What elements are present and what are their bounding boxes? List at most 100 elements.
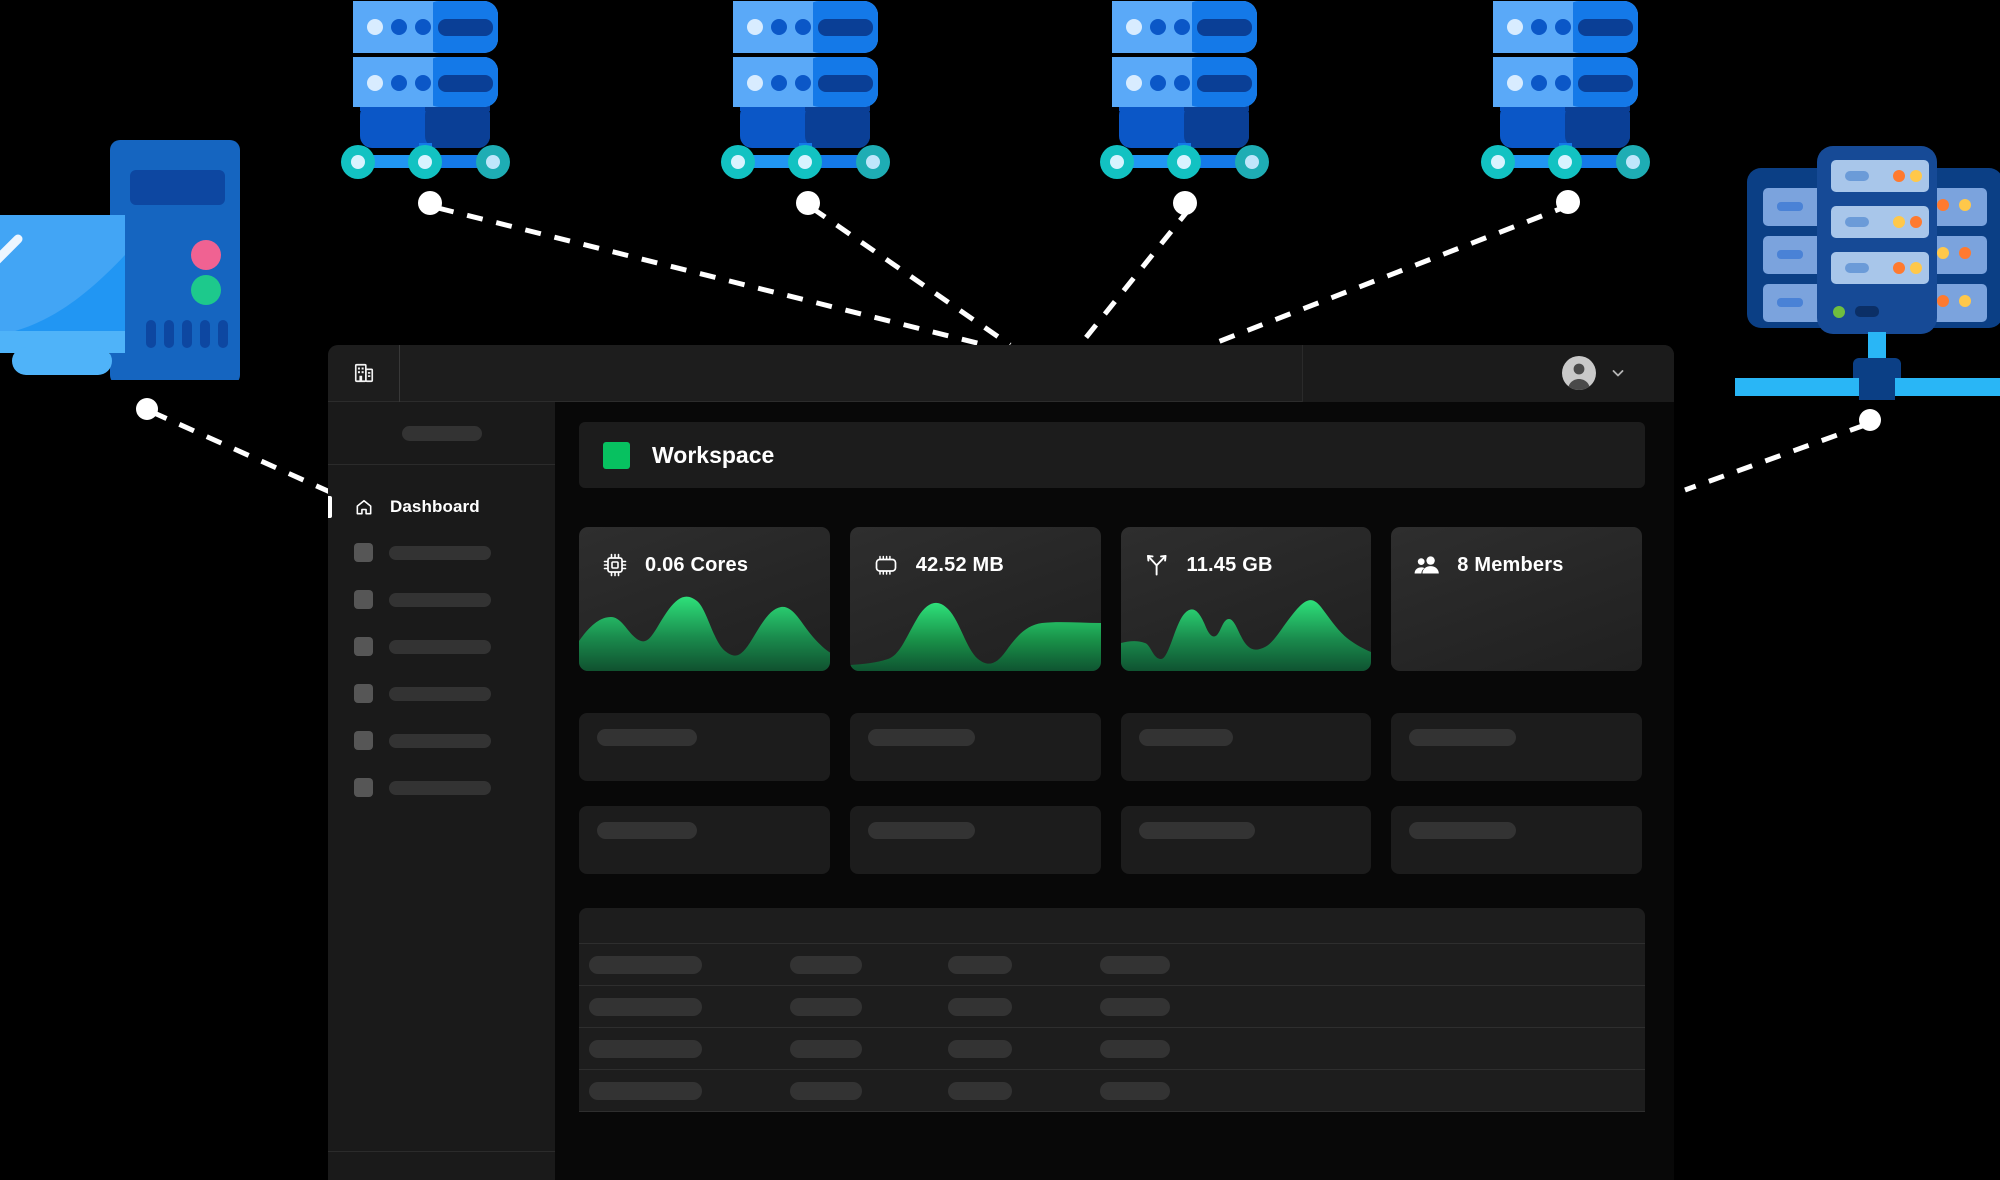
skeleton-pill: [867, 822, 975, 839]
skeleton-icon: [354, 590, 373, 609]
memory-chip-icon: [875, 555, 897, 575]
skeleton-card[interactable]: [579, 806, 830, 874]
top-bar-spacer: [400, 345, 1302, 402]
sidebar-item-label-placeholder: [389, 545, 491, 560]
stat-card-members[interactable]: 8 Members: [1391, 527, 1642, 671]
skeleton-card[interactable]: [1391, 806, 1642, 874]
skeleton-card[interactable]: [1120, 806, 1372, 874]
sidebar-item-label-placeholder: [389, 592, 491, 607]
sidebar-divider: [328, 1151, 555, 1152]
workspace-badge: [603, 441, 630, 469]
network-sparkline: [1120, 600, 1372, 671]
main-content: Workspace: [555, 402, 1674, 1180]
sidebar-nav: Dashboard: [328, 465, 555, 811]
desktop-computer-illustration: [0, 140, 240, 380]
sidebar-item-placeholder-2[interactable]: [328, 576, 555, 623]
skeleton-card[interactable]: [579, 713, 830, 781]
table-row[interactable]: [579, 1070, 1645, 1112]
stat-card-cpu[interactable]: 0.06 Cores: [579, 527, 830, 671]
stat-head: 0.06 Cores: [579, 527, 830, 579]
table-cell-placeholder: [948, 1081, 1012, 1100]
skeleton-pill: [1409, 822, 1517, 839]
skeleton-icon: [354, 778, 373, 797]
sidebar-item-placeholder-5[interactable]: [328, 717, 555, 764]
cpu-icon: [603, 553, 627, 577]
sidebar-item-label-placeholder: [389, 733, 491, 748]
app-window: Dashboard: [328, 345, 1674, 1180]
skeleton-icon: [354, 637, 373, 656]
skeleton-pill: [597, 729, 697, 746]
table-cell-placeholder: [790, 955, 862, 974]
skeleton-card-row-2: [579, 806, 1642, 874]
skeleton-pill: [1409, 729, 1517, 746]
skeleton-pill: [867, 729, 975, 746]
avatar[interactable]: [1562, 356, 1596, 390]
skeleton-pill: [1138, 822, 1255, 839]
server-node-2: [721, 1, 890, 179]
network-branch-icon: [1146, 555, 1166, 576]
skeleton-card[interactable]: [1120, 713, 1372, 781]
table-cell-placeholder: [948, 955, 1012, 974]
table-cell-placeholder: [790, 1081, 862, 1100]
account-menu[interactable]: [1302, 345, 1674, 402]
stat-head: 8 Members: [1391, 527, 1642, 579]
sidebar-item-label-placeholder: [389, 780, 491, 795]
skeleton-card[interactable]: [849, 713, 1101, 781]
server-node-4: [1481, 1, 1650, 179]
user-avatar-icon: [1568, 363, 1590, 390]
server-node-3: [1100, 1, 1269, 179]
skeleton-icon: [354, 731, 373, 750]
table-cell-placeholder: [1100, 1081, 1170, 1100]
skeleton-icon: [354, 543, 373, 562]
table-cell-placeholder: [1100, 955, 1170, 974]
table-cell-placeholder: [948, 1039, 1012, 1058]
building-icon: [354, 363, 373, 383]
stat-value: 0.06 Cores: [645, 553, 749, 576]
sidebar: Dashboard: [328, 402, 555, 1180]
chevron-down-icon[interactable]: [1610, 365, 1626, 381]
table-cell-placeholder: [790, 997, 862, 1016]
table-cell-placeholder: [1100, 997, 1170, 1016]
sidebar-header: [328, 402, 555, 465]
workspace-header: Workspace: [579, 422, 1645, 488]
stat-head: 11.45 GB: [1121, 527, 1372, 579]
table-cell-placeholder: [589, 997, 702, 1016]
server-rack-illustration: [1735, 146, 2000, 400]
brand-button[interactable]: [328, 345, 400, 402]
skeleton-card[interactable]: [1391, 713, 1642, 781]
stat-card-network[interactable]: 11.45 GB: [1120, 527, 1372, 671]
data-table: [579, 908, 1645, 1112]
stat-card-row: 0.06 Cores: [579, 527, 1642, 671]
stat-value: 42.52 MB: [915, 553, 1005, 576]
stat-value: 8 Members: [1457, 553, 1564, 576]
table-row[interactable]: [579, 986, 1645, 1028]
table-cell-placeholder: [1100, 1039, 1170, 1058]
sidebar-item-dashboard[interactable]: Dashboard: [328, 485, 555, 529]
skeleton-card[interactable]: [849, 806, 1101, 874]
top-bar: [328, 345, 1674, 402]
sidebar-item-placeholder-4[interactable]: [328, 670, 555, 717]
sidebar-item-placeholder-3[interactable]: [328, 623, 555, 670]
sidebar-item-label-placeholder: [389, 639, 491, 654]
sidebar-item-label: Dashboard: [390, 497, 480, 516]
stat-card-memory[interactable]: 42.52 MB: [849, 527, 1101, 671]
cpu-sparkline: [579, 596, 830, 671]
table-cell-placeholder: [790, 1039, 862, 1058]
stat-value: 11.45 GB: [1186, 553, 1273, 576]
skeleton-card-row-1: [579, 713, 1642, 781]
page-title: Workspace: [652, 441, 775, 468]
skeleton-pill: [1138, 729, 1233, 746]
table-cell-placeholder: [589, 1081, 702, 1100]
table-cell-placeholder: [589, 1039, 702, 1058]
table-cell-placeholder: [589, 955, 702, 974]
sidebar-item-placeholder-1[interactable]: [328, 529, 555, 576]
table-row[interactable]: [579, 1028, 1645, 1070]
memory-sparkline: [849, 602, 1101, 671]
skeleton-pill: [597, 822, 697, 839]
server-node-1: [341, 1, 510, 179]
sidebar-header-placeholder: [401, 425, 482, 441]
table-header: [579, 908, 1645, 944]
table-row[interactable]: [579, 944, 1645, 986]
sidebar-item-placeholder-6[interactable]: [328, 764, 555, 811]
